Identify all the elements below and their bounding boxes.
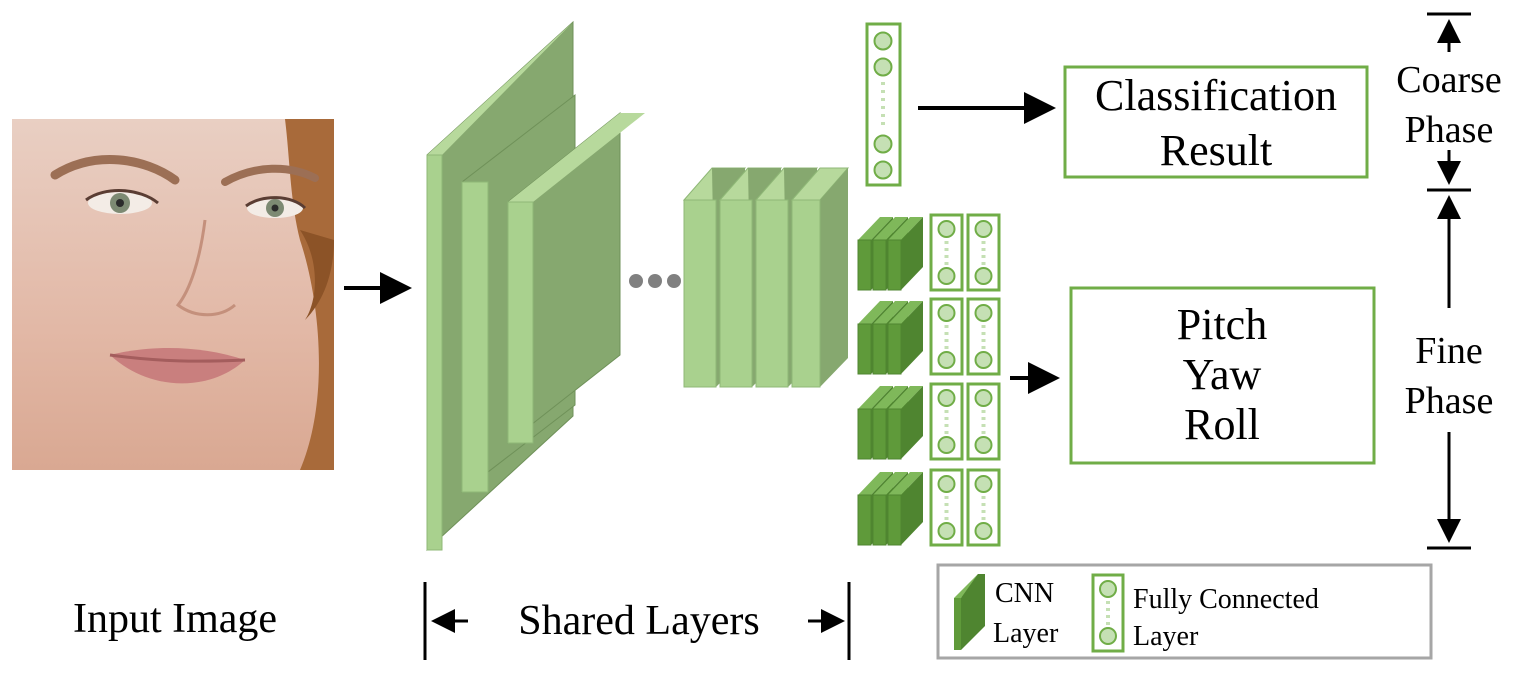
fc-layer-2 <box>966 213 1001 292</box>
coarse-phase-label-2: Phase <box>1405 109 1494 151</box>
legend-cnn-label-1: CNN <box>995 578 1054 609</box>
fine-branch-rows <box>857 213 1001 547</box>
input-face-image <box>12 119 334 470</box>
cnn-layer-stack <box>857 217 923 291</box>
cnn-layer-stack <box>857 301 923 375</box>
fc-layer-2 <box>966 297 1001 376</box>
legend: CNN Layer Fully Connected Layer <box>936 563 1433 660</box>
shared-conv-layers <box>426 20 645 552</box>
coarse-phase-label-1: Coarse <box>1396 59 1502 101</box>
deep-conv-layers <box>682 167 850 388</box>
angles-result-box: Pitch Yaw Roll <box>1069 286 1376 465</box>
fine-row-1 <box>857 213 1001 292</box>
classification-result-box: Classification Result <box>1063 65 1369 179</box>
shared-layers-caption: Shared Layers <box>518 598 759 644</box>
shared-layers-span: Shared Layers <box>423 582 851 660</box>
legend-cnn-label-2: Layer <box>993 618 1059 649</box>
cnn-layer-stack <box>857 386 923 460</box>
fc-layer-1 <box>929 297 964 376</box>
phase-bracket: Coarse Phase Fine Phase <box>1396 12 1502 550</box>
fc-layer-2 <box>966 468 1001 547</box>
classification-label-2: Result <box>1160 126 1272 175</box>
fine-row-4 <box>857 468 1001 547</box>
conv-layer-3 <box>507 111 645 445</box>
coarse-fc-layer <box>865 22 902 187</box>
fc-layer-1 <box>929 468 964 547</box>
roll-label: Roll <box>1184 400 1260 449</box>
classification-label-1: Classification <box>1095 71 1337 120</box>
fc-layer-1 <box>929 213 964 292</box>
legend-fc-swatch <box>1091 573 1125 653</box>
fc-layer-1 <box>929 382 964 461</box>
cnn-layer-stack <box>857 472 923 546</box>
input-image-caption: Input Image <box>73 596 277 642</box>
legend-cnn-swatch <box>954 574 985 650</box>
fine-phase-label-2: Phase <box>1405 380 1494 422</box>
yaw-label: Yaw <box>1183 350 1262 399</box>
fine-row-3 <box>857 382 1001 461</box>
pitch-label: Pitch <box>1177 300 1267 349</box>
fc-layer-2 <box>966 382 1001 461</box>
fine-phase-label-1: Fine <box>1415 330 1483 372</box>
ellipsis-dots <box>629 274 681 288</box>
legend-fc-label-1: Fully Connected <box>1133 584 1319 615</box>
fine-row-2 <box>857 297 1001 376</box>
legend-fc-label-2: Layer <box>1133 621 1199 652</box>
